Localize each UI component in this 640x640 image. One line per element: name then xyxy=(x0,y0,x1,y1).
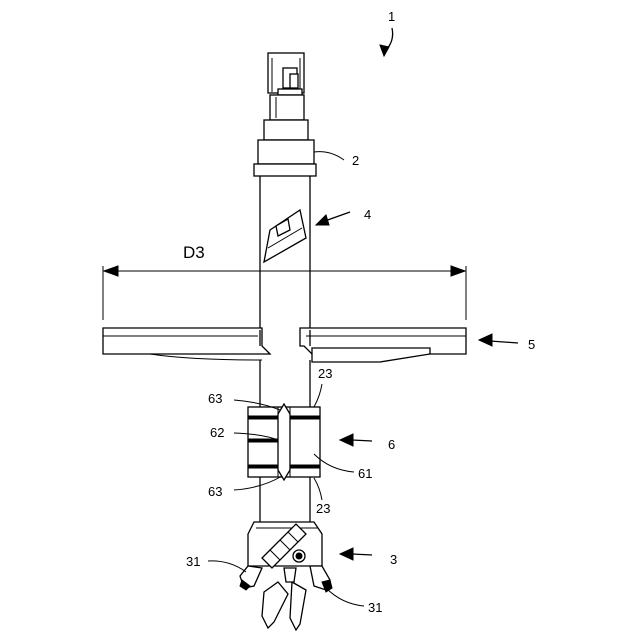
label-6: 6 xyxy=(388,437,395,452)
bit-center xyxy=(284,568,296,582)
plate-callout: 5 xyxy=(479,334,535,352)
shank-callout: 2 xyxy=(314,152,359,168)
sleeve-arrowhead xyxy=(340,434,353,446)
bit-arrowhead xyxy=(340,548,353,560)
label-31-right: 31 xyxy=(368,600,382,615)
label-5: 5 xyxy=(528,337,535,352)
leader-23-lower xyxy=(314,478,322,500)
leader-23-upper xyxy=(314,384,322,407)
bit-head xyxy=(240,522,332,630)
chuck-lower xyxy=(270,95,304,120)
sleeve-assembly xyxy=(248,404,320,480)
plate-left xyxy=(103,328,270,354)
shank-collar xyxy=(258,140,314,164)
chuck-collar xyxy=(264,120,308,140)
sleeve-band-mid-left xyxy=(248,439,278,442)
sleeve-arrow-line xyxy=(352,440,372,441)
assembly-arrowhead xyxy=(380,45,389,56)
label-23-upper: 23 xyxy=(318,366,332,381)
marker-body xyxy=(264,210,306,262)
plate-arrow-line xyxy=(490,341,518,343)
leader-63-lower xyxy=(234,476,282,490)
leader-31-right xyxy=(326,588,364,606)
label-3: 3 xyxy=(390,552,397,567)
plate-arrowhead xyxy=(479,334,492,346)
leader-31-left xyxy=(208,561,246,572)
marker-callout: 4 xyxy=(316,207,371,225)
d3-arrow-right xyxy=(451,266,465,276)
label-61: 61 xyxy=(358,466,372,481)
label-2: 2 xyxy=(352,153,359,168)
label-1: 1 xyxy=(388,9,395,24)
shank-flange xyxy=(254,164,316,176)
chuck-band xyxy=(278,89,302,95)
bit-blade-right-tip xyxy=(322,580,332,592)
plate-right-under xyxy=(312,348,430,362)
label-63-upper: 63 xyxy=(208,391,222,406)
label-d3: D3 xyxy=(183,243,205,262)
shank-leader xyxy=(314,152,344,160)
bit-bolt-center xyxy=(296,553,302,559)
shank-chuck-end xyxy=(254,53,316,176)
assembly-callout: 1 xyxy=(380,9,395,56)
bit-pin-right xyxy=(290,582,306,630)
dimension-d3: D3 xyxy=(103,243,466,320)
label-62: 62 xyxy=(210,425,224,440)
plate xyxy=(103,328,466,362)
label-23-lower: 23 xyxy=(316,501,330,516)
sleeve-slot-key xyxy=(278,404,290,480)
d3-arrow-left xyxy=(104,266,118,276)
label-31-left: 31 xyxy=(186,554,200,569)
chuck-slot-inner xyxy=(290,74,298,88)
bit-arrow-line xyxy=(352,554,372,555)
bit-pin-left xyxy=(262,582,288,628)
label-63-lower: 63 xyxy=(208,484,222,499)
marker-part xyxy=(264,210,306,262)
plate-left-under xyxy=(150,354,262,360)
marker-arrowhead xyxy=(316,215,329,225)
label-4: 4 xyxy=(364,207,371,222)
